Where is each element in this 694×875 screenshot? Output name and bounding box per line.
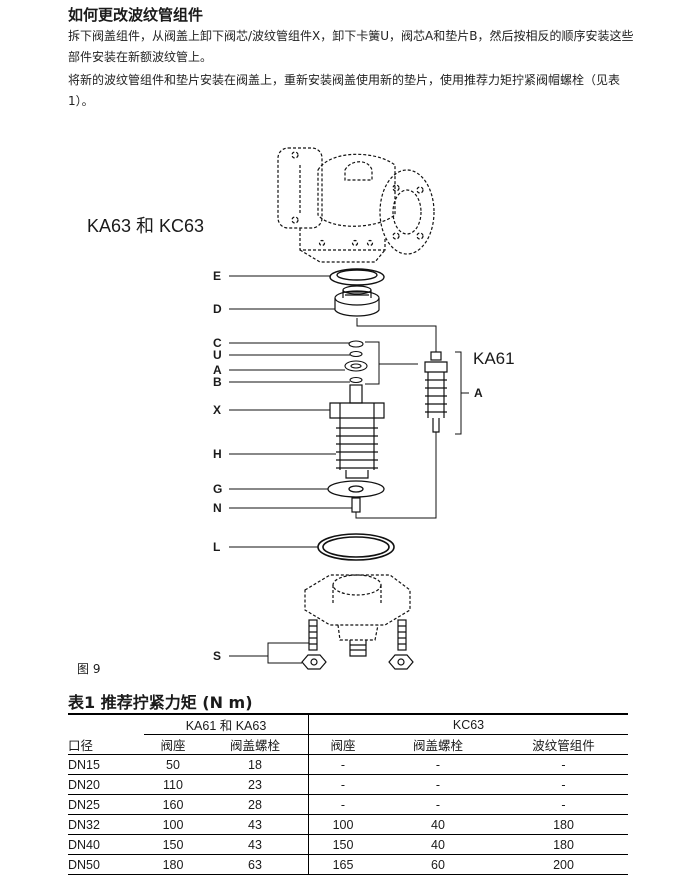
part-g-gasket	[327, 480, 385, 498]
leader-lines	[229, 275, 469, 664]
cell-value: -	[308, 754, 377, 775]
cell-value: 150	[308, 834, 377, 855]
header-kc-bellows: 波纹管组件	[499, 734, 628, 755]
table-row: DN40 150 43 150 40 180	[68, 834, 628, 855]
cell-value: 100	[308, 814, 377, 835]
cell-value: -	[377, 754, 499, 775]
table-row: DN25 160 28 - - -	[68, 794, 628, 815]
cell-value: 40	[377, 814, 499, 835]
header-ka-seat: 阀座	[144, 734, 202, 755]
ka61-plug-drawing	[424, 351, 448, 433]
cell-size: DN20	[68, 774, 144, 795]
part-x-bonnet	[329, 384, 385, 479]
cell-value: 18	[202, 754, 309, 775]
part-s-studs	[301, 619, 414, 670]
cell-size: DN40	[68, 834, 144, 855]
part-label-a-ka61: A	[474, 386, 483, 400]
figure-label-ka61: KA61	[473, 349, 515, 368]
cell-size: DN15	[68, 754, 144, 775]
header-size: 口径	[68, 734, 144, 755]
cell-value: -	[499, 794, 628, 815]
cell-size: DN32	[68, 814, 144, 835]
cell-value: 100	[144, 814, 202, 835]
lower-pipe-stub	[349, 640, 367, 657]
cell-value: 200	[499, 854, 628, 875]
cell-value: -	[499, 774, 628, 795]
table-row: DN50 180 63 165 60 200	[68, 854, 628, 875]
cell-value: 60	[377, 854, 499, 875]
cell-size: DN50	[68, 854, 144, 875]
table-row: DN15 50 18 - - -	[68, 754, 628, 775]
cell-value: 180	[499, 814, 628, 835]
header-kc-seat: 阀座	[308, 734, 377, 755]
figure-title-ka63-kc63: KA63 和 KC63	[87, 216, 205, 236]
lower-body-drawing	[304, 574, 411, 641]
cell-value: 180	[499, 834, 628, 855]
header-kc-bonnet-bolts: 阀盖螺栓	[377, 734, 499, 755]
cell-value: -	[308, 794, 377, 815]
cell-value: -	[377, 774, 499, 795]
header-group-kc63: KC63	[308, 713, 628, 735]
part-l-gasket	[317, 533, 395, 561]
figure-caption: 图 9	[77, 662, 101, 676]
cell-value: -	[377, 794, 499, 815]
instruction-paragraph-1: 拆下阀盖组件，从阀盖上卸下阀芯/波纹管组件X，卸下卡簧U，阀芯A和垫片B，然后按…	[68, 29, 634, 64]
part-n-stem	[351, 497, 361, 513]
cell-size: DN25	[68, 794, 144, 815]
cell-value: 43	[202, 814, 309, 835]
part-label-n: N	[213, 501, 222, 515]
section-heading: 如何更改波纹管组件	[68, 6, 204, 24]
torque-table: KA61 和 KA63 KC63 口径 阀座 阀盖螺栓 阀座 阀盖螺栓 波纹管组…	[68, 713, 628, 875]
cell-value: 28	[202, 794, 309, 815]
header-blank	[68, 713, 144, 735]
part-label-b: B	[213, 375, 222, 389]
part-label-u: U	[213, 348, 222, 362]
part-label-l: L	[213, 540, 221, 554]
part-label-s: S	[213, 649, 222, 663]
table-row: DN32 100 43 100 40 180	[68, 814, 628, 835]
header-group-ka61-ka63: KA61 和 KA63	[144, 713, 309, 735]
table-title: 表1 推荐拧紧力矩 (N m)	[68, 693, 253, 712]
table-row: DN20 110 23 - - -	[68, 774, 628, 795]
part-label-h: H	[213, 447, 222, 461]
valve-body-drawing	[277, 147, 435, 263]
header-ka-bonnet-bolts: 阀盖螺栓	[202, 734, 309, 755]
cell-value: 110	[144, 774, 202, 795]
cell-value: 50	[144, 754, 202, 775]
cell-value: 43	[202, 834, 309, 855]
cell-value: -	[499, 754, 628, 775]
cell-value: 63	[202, 854, 309, 875]
cell-value: 180	[144, 854, 202, 875]
part-label-a: A	[213, 363, 222, 377]
cell-value: 160	[144, 794, 202, 815]
cell-value: 165	[308, 854, 377, 875]
cell-value: 40	[377, 834, 499, 855]
part-label-c: C	[213, 336, 222, 350]
cell-value: 23	[202, 774, 309, 795]
part-e-gasket	[329, 268, 385, 286]
part-label-e: E	[213, 269, 222, 283]
exploded-view-diagram	[229, 147, 469, 670]
cell-value: -	[308, 774, 377, 795]
part-label-g: G	[213, 482, 223, 496]
part-d-seat	[334, 285, 380, 317]
instruction-paragraph-2: 将新的波纹管组件和垫片安装在阀盖上，重新安装阀盖使用新的垫片，使用推荐力矩拧紧阀…	[68, 73, 621, 108]
cell-value: 150	[144, 834, 202, 855]
part-label-x: X	[213, 403, 222, 417]
part-label-d: D	[213, 302, 222, 316]
part-c-u-a-b	[344, 340, 368, 384]
